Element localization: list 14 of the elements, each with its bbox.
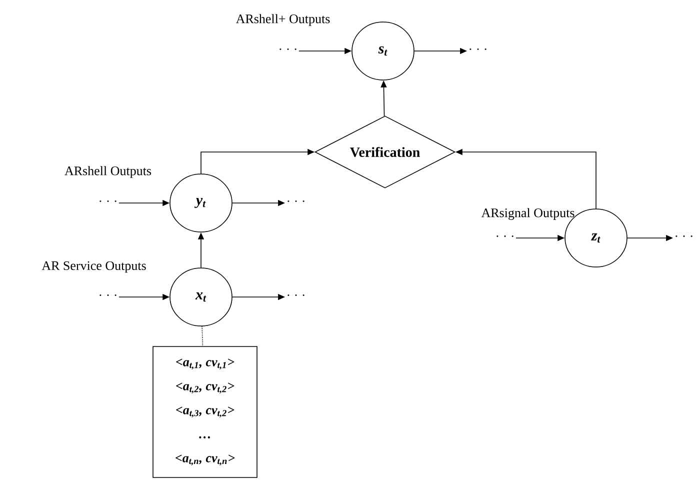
dots: · · ·	[100, 294, 116, 296]
dots: · · ·	[676, 235, 692, 237]
dots: · · ·	[100, 200, 116, 202]
dots: · · ·	[496, 235, 514, 237]
output-label: ARshell Outputs	[64, 166, 152, 178]
output-label: ARsignal Outputs	[481, 208, 574, 220]
output-label: AR Service Outputs	[42, 261, 146, 273]
dots: · · ·	[288, 200, 304, 202]
dots: · · ·	[280, 48, 296, 50]
leader-line	[202, 326, 204, 346]
output-label: ARshell+ Outputs	[236, 14, 330, 26]
dots: · · ·	[288, 294, 304, 296]
list-box: <a$_{t,1}$, cv$_{t,1}$> <a$_{t,2}$, cv$_{t,2}$> <a$_{t,3}$, cv$_{t,2}$> … <a$_{t,n}$, cv$_{t,n}$>	[152, 346, 258, 478]
dots: · · ·	[470, 48, 486, 50]
